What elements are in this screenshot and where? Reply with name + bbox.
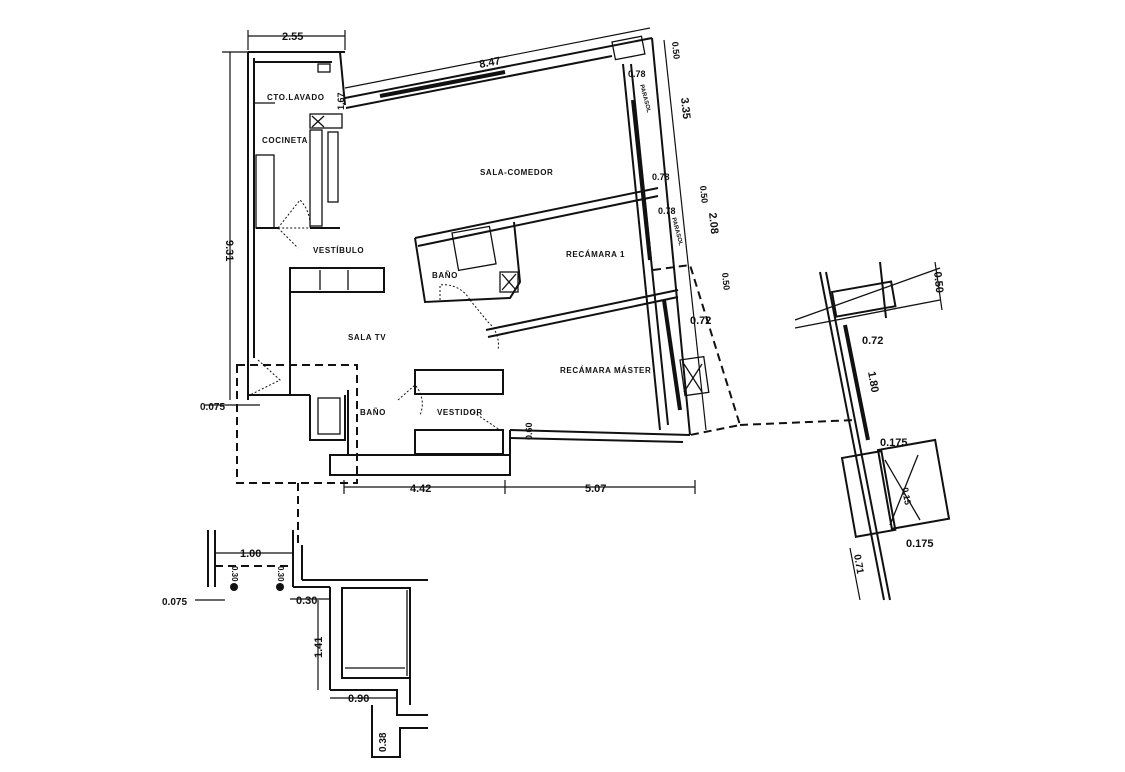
dim-detail-right-top: 0.50	[931, 271, 945, 294]
room-label-laundry: CTO.LAVADO	[267, 93, 325, 102]
room-label-bath1: BAÑO	[432, 271, 458, 280]
detail-left	[195, 530, 428, 758]
dim-window-depth: 0.72	[690, 315, 711, 327]
room-label-master-bedroom: RECÁMARA MÁSTER	[560, 366, 651, 375]
room-label-bedroom1: RECÁMARA 1	[566, 250, 625, 259]
dim-right-mid: 0.50	[698, 185, 710, 203]
dim-detail-right-length: 1.80	[865, 370, 881, 393]
dim-parasol-b: 0.78	[652, 172, 670, 182]
dim-detail-height: 1.41	[313, 637, 325, 658]
dim-detail-right-depth: 0.72	[862, 335, 883, 347]
dim-laundry-offset: 1.67	[336, 92, 346, 110]
dim-detail-right-bottom: 0.71	[851, 554, 865, 576]
dim-right-top: 0.50	[670, 41, 682, 59]
dim-parasol-c: 0.78	[658, 206, 676, 216]
room-label-kitchenette: COCINETA	[262, 136, 308, 145]
dim-right-rec1: 2.08	[706, 212, 720, 235]
dim-bottom-left: 4.42	[410, 483, 431, 495]
room-label-bath2: BAÑO	[360, 408, 386, 417]
dim-detail-width: 1.00	[240, 548, 261, 560]
dim-parasol-a: 0.78	[628, 69, 646, 79]
dashed-outlines	[236, 263, 856, 545]
dim-detail-wall: 0.30	[296, 595, 317, 607]
dim-detail-offset: 0.075	[162, 597, 187, 608]
dim-bottom-step: 0.60	[524, 422, 534, 440]
dim-bottom-right: 5.07	[585, 483, 606, 495]
room-label-living-dining: SALA-COMEDOR	[480, 168, 553, 177]
room-label-sunshade1: PARASOL	[638, 84, 651, 114]
room-label-closet: VESTIDOR	[437, 408, 483, 417]
room-label-vestibule: VESTÍBULO	[313, 246, 364, 255]
detail-right	[794, 261, 951, 601]
dim-left-height: 9.31	[223, 240, 235, 261]
dim-detail-h2: 0.30	[276, 566, 285, 582]
dim-detail-right-a: 0.175	[880, 437, 908, 449]
dim-top-facade: 8.47	[478, 55, 501, 71]
dimension-lines	[205, 27, 707, 494]
dim-left-offset: 0.075	[200, 402, 225, 413]
walls	[247, 35, 710, 476]
room-label-tv-room: SALA TV	[348, 333, 386, 342]
dim-detail-right-c: 0.175	[906, 538, 934, 550]
dim-right-sala: 3.35	[678, 97, 692, 120]
dim-kitchen-width: 2.55	[282, 31, 303, 43]
dim-detail-step: 0.38	[378, 732, 389, 752]
dim-detail-base: 0.90	[348, 693, 369, 705]
dim-detail-right-b: 0.15	[900, 487, 913, 506]
dim-right-low: 0.50	[720, 272, 732, 290]
dim-detail-h1: 0.30	[230, 566, 239, 582]
